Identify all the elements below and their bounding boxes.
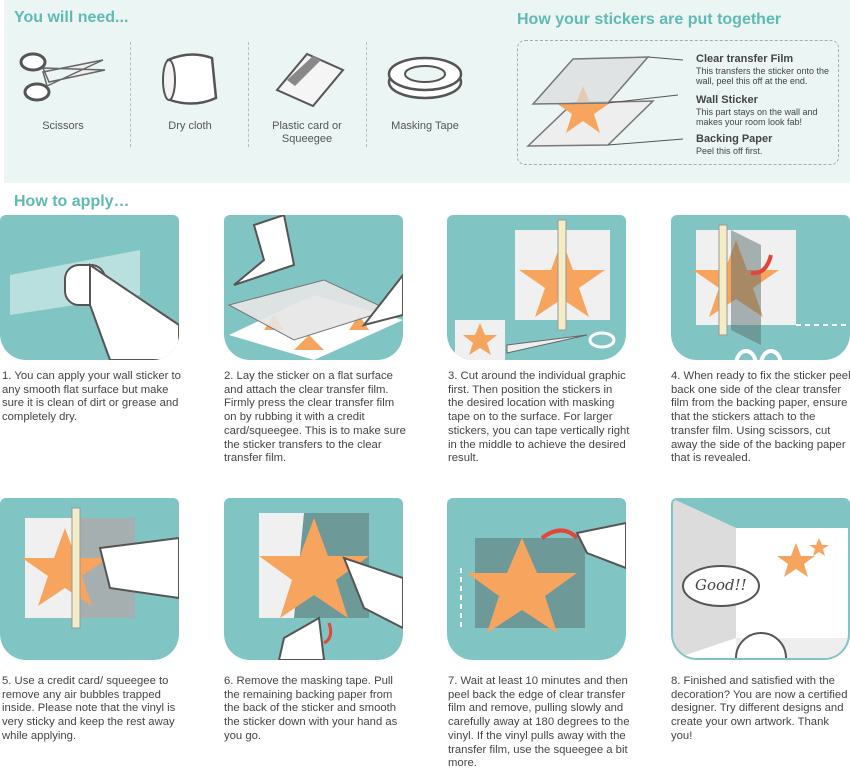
tool-scissors: Scissors: [8, 40, 118, 133]
tool-dry-cloth: Dry cloth: [135, 40, 245, 133]
tool-label: Scissors: [42, 120, 84, 132]
step-4-caption: 4. When ready to fix the sticker peel ba…: [671, 370, 850, 465]
cloth-icon: [162, 53, 218, 105]
speech-bubble-text: Good!!: [695, 576, 747, 594]
tool-label: Dry cloth: [168, 120, 212, 132]
scissors-icon: [19, 52, 106, 102]
step-6-illustration: [224, 498, 403, 660]
star-icon: [556, 86, 610, 133]
how-to-apply-heading: How to apply…: [14, 193, 130, 210]
step-7-illustration: [447, 498, 626, 660]
tool-masking-tape: Masking Tape: [370, 40, 480, 133]
step-1-illustration: [0, 215, 179, 360]
tool-label: Plastic card or Squeegee: [272, 120, 342, 145]
card-icon: [275, 52, 345, 108]
tool-label: Masking Tape: [391, 120, 459, 132]
step-3-caption: 3. Cut around the individual graphic fir…: [448, 370, 630, 465]
layers-illustration: [526, 56, 684, 147]
step-4-illustration: [671, 215, 850, 360]
step-3-illustration: [447, 215, 626, 360]
tool-plastic-card: Plastic card or Squeegee: [252, 40, 362, 146]
step-6-caption: 6. Remove the masking tape. Pull the rem…: [224, 675, 398, 742]
you-will-need-heading: You will need...: [14, 9, 129, 26]
step-8-caption: 8. Finished and satisfied with the decor…: [671, 675, 848, 742]
step-8-illustration: Good!!: [671, 498, 850, 660]
step-1-caption: 1. You can apply your wall sticker to an…: [2, 370, 181, 424]
layers-heading: How your stickers are put together: [517, 11, 782, 28]
step-7-caption: 7. Wait at least 10 minutes and then pee…: [448, 675, 630, 770]
step-2-caption: 2. Lay the sticker on a flat surface and…: [224, 370, 406, 465]
step-5-caption: 5. Use a credit card/ squeegee to remove…: [2, 675, 176, 742]
step-2-illustration: [224, 215, 403, 360]
step-5-illustration: [0, 498, 179, 660]
tape-icon: [387, 56, 463, 100]
